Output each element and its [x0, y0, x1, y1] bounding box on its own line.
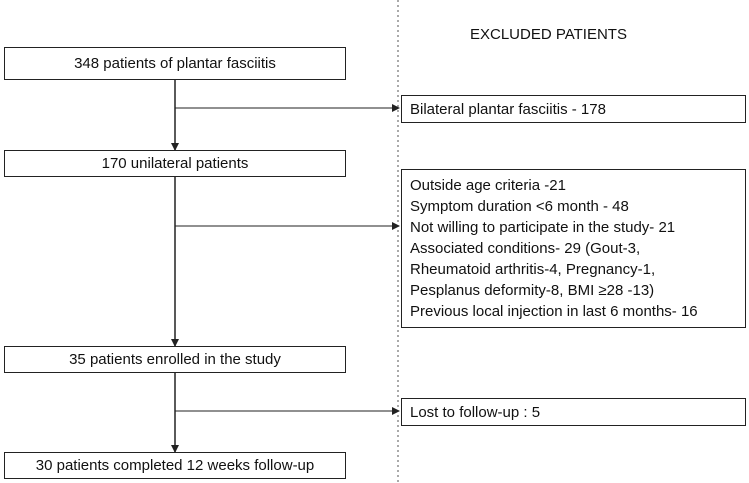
- criteria-line: Symptom duration <6 month - 48: [410, 198, 629, 215]
- criteria-line: Outside age criteria -21: [410, 177, 566, 194]
- criteria-line: Pesplanus deformity-8, BMI ≥28 -13): [410, 282, 655, 299]
- criteria-line: Rheumatoid arthritis-4, Pregnancy-1,: [410, 261, 656, 278]
- box-unilateral-patients: 170 unilateral patients: [4, 150, 346, 177]
- box-bilateral-excluded: Bilateral plantar fasciitis - 178: [401, 95, 746, 123]
- criteria-line: Associated conditions- 29 (Gout-3,: [410, 240, 641, 257]
- box-exclusion-criteria: Outside age criteria -21 Symptom duratio…: [401, 169, 746, 328]
- box-unilateral-patients-label: 170 unilateral patients: [101, 155, 249, 172]
- box-completed-patients: 30 patients completed 12 weeks follow-up: [4, 452, 346, 479]
- box-initial-patients: 348 patients of plantar fasciitis: [4, 47, 346, 80]
- box-completed-patients-label: 30 patients completed 12 weeks follow-up: [35, 457, 315, 474]
- criteria-line: Not willing to participate in the study-…: [410, 219, 676, 236]
- box-enrolled-patients-label: 35 patients enrolled in the study: [69, 351, 281, 368]
- box-bilateral-excluded-label: Bilateral plantar fasciitis - 178: [410, 100, 606, 118]
- box-lost-to-follow-up-label: Lost to follow-up : 5: [410, 403, 541, 421]
- criteria-line: Previous local injection in last 6 month…: [410, 303, 698, 320]
- excluded-patients-header: EXCLUDED PATIENTS: [470, 26, 627, 43]
- box-lost-to-follow-up: Lost to follow-up : 5: [401, 398, 746, 426]
- box-initial-patients-label: 348 patients of plantar fasciitis: [74, 55, 276, 72]
- box-enrolled-patients: 35 patients enrolled in the study: [4, 346, 346, 373]
